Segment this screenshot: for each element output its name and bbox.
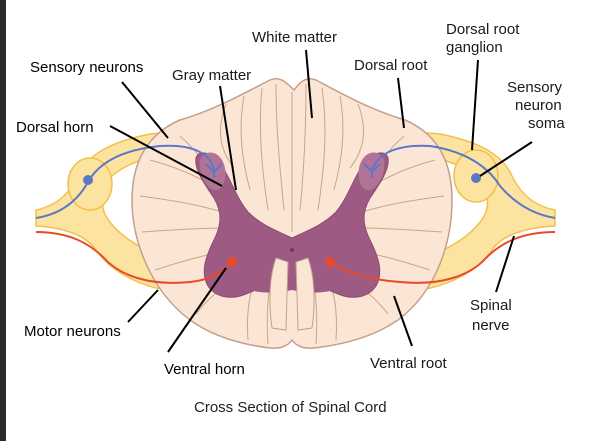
spinal-cord-diagram: White matter Dorsal root ganglion Sensor… bbox=[16, 21, 565, 416]
leader-motor-neurons bbox=[127, 289, 159, 323]
leader-gray-matter bbox=[219, 85, 237, 191]
right-sensory-neuron-path bbox=[371, 144, 556, 219]
label-ventral-horn: Ventral horn bbox=[164, 361, 245, 378]
right-sensory-terminal bbox=[363, 163, 381, 178]
left-motor-neuron-path bbox=[35, 231, 233, 284]
central-canal bbox=[290, 248, 294, 252]
leader-ventral-root bbox=[393, 295, 413, 347]
label-gray-matter: Gray matter bbox=[172, 67, 251, 84]
label-sensory-neuron-soma-line1: Sensory bbox=[507, 79, 563, 96]
label-spinal-nerve-line2: nerve bbox=[472, 317, 510, 334]
label-dorsal-horn: Dorsal horn bbox=[16, 119, 94, 136]
diagram-canvas: White matter Dorsal root ganglion Sensor… bbox=[6, 0, 599, 441]
right-sensory-neuron-soma bbox=[471, 173, 481, 183]
leader-spinal-nerve bbox=[495, 235, 515, 293]
gray-matter-ventral-extension bbox=[226, 250, 358, 293]
leader-lines bbox=[109, 49, 533, 353]
leader-ventral-horn bbox=[167, 267, 227, 353]
label-dorsal-root-ganglion-line1: Dorsal root bbox=[446, 21, 520, 38]
leader-dorsal-horn bbox=[109, 125, 223, 187]
left-sensory-neuron-path bbox=[35, 144, 215, 219]
label-sensory-neuron-soma-line3: soma bbox=[528, 115, 565, 132]
window-edge bbox=[0, 0, 6, 441]
right-motor-neuron-path bbox=[329, 231, 556, 284]
diagram-caption: Cross Section of Spinal Cord bbox=[194, 399, 387, 416]
label-white-matter: White matter bbox=[252, 29, 337, 46]
leader-dorsal-root-ganglion bbox=[471, 59, 479, 151]
leader-white-matter bbox=[305, 49, 313, 119]
leader-dorsal-root bbox=[397, 77, 405, 129]
label-sensory-neurons: Sensory neurons bbox=[30, 59, 143, 76]
label-spinal-nerve-line1: Spinal bbox=[470, 297, 512, 314]
leader-sensory-neurons bbox=[121, 81, 169, 139]
ventral-median-fissure bbox=[269, 257, 315, 331]
label-ventral-root: Ventral root bbox=[370, 355, 448, 372]
label-motor-neurons: Motor neurons bbox=[24, 323, 121, 340]
label-dorsal-root-ganglion-line2: ganglion bbox=[446, 39, 503, 56]
left-sensory-terminal bbox=[205, 163, 223, 178]
left-sensory-neuron-soma bbox=[83, 175, 93, 185]
leader-sensory-neuron-soma bbox=[479, 141, 533, 177]
label-dorsal-root: Dorsal root bbox=[354, 57, 428, 74]
right-motor-neuron-soma bbox=[325, 257, 335, 267]
label-sensory-neuron-soma-line2: neuron bbox=[515, 97, 562, 114]
left-motor-neuron-soma bbox=[227, 257, 237, 267]
